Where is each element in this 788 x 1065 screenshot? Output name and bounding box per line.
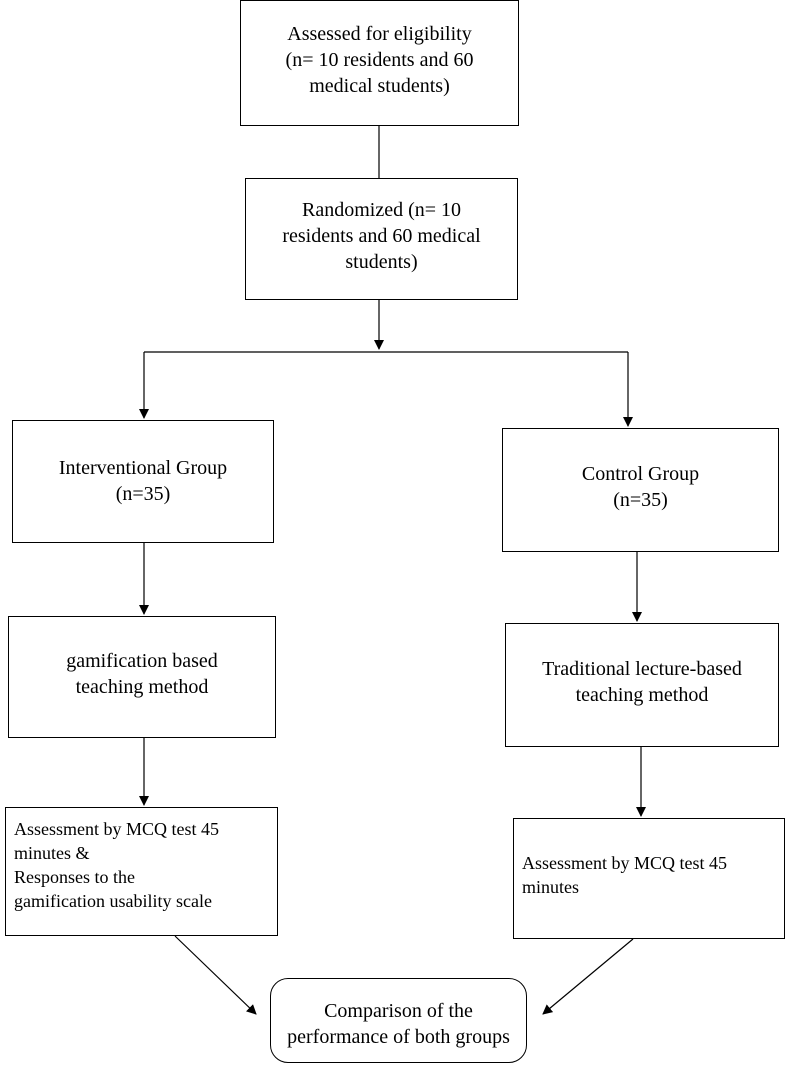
arrow-assessment-right-comparison [542, 938, 634, 1015]
traditional-method-box: Traditional lecture-based teaching metho… [505, 623, 779, 747]
control-group-text: Control Group (n=35) [581, 463, 700, 511]
intervention-group-box: Interventional Group (n=35) [12, 420, 274, 543]
assessment-intervention-box: Assessment by MCQ test 45 minutes & Resp… [5, 807, 278, 936]
randomized-box: Randomized (n= 10 residents and 60 medic… [245, 178, 518, 300]
assessment-control-text: Assessment by MCQ test 45 minutes [522, 852, 728, 897]
assessment-control-box: Assessment by MCQ test 45 minutes [513, 818, 785, 939]
control-group-box: Control Group (n=35) [502, 428, 779, 552]
comparison-text: Comparison of the performance of both gr… [287, 999, 510, 1048]
arrow-assessment-left-comparison [174, 935, 257, 1015]
eligibility-box: Assessed for eligibility (n= 10 resident… [240, 0, 519, 126]
intervention-group-text: Interventional Group (n=35) [58, 456, 228, 505]
gamification-method-box: gamification based teaching method [8, 616, 276, 738]
gamification-method-text: gamification based teaching method [66, 650, 218, 698]
comparison-box: Comparison of the performance of both gr… [270, 978, 527, 1063]
randomized-text: Randomized (n= 10 residents and 60 medic… [282, 199, 481, 273]
traditional-method-text: Traditional lecture-based teaching metho… [542, 658, 742, 706]
eligibility-text: Assessed for eligibility (n= 10 resident… [285, 23, 474, 97]
assessment-intervention-text: Assessment by MCQ test 45 minutes & Resp… [14, 818, 220, 911]
